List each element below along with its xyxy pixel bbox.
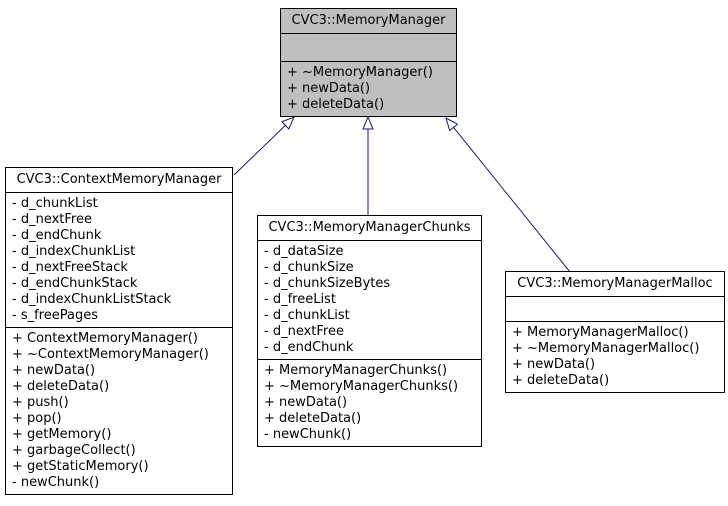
uml-class-box-memory-manager-malloc[interactable]: CVC3::MemoryManagerMalloc + MemoryManage…: [505, 271, 725, 393]
method-line: + ~MemoryManager(): [287, 65, 433, 80]
method-line: + newData(): [12, 363, 96, 378]
attributes-compartment-empty: [281, 34, 456, 61]
method-line: - newChunk(): [264, 427, 352, 442]
method-line: + push(): [12, 395, 69, 410]
attribute-line: - d_endChunk: [12, 228, 102, 243]
methods-compartment: + MemoryManagerMalloc() + ~MemoryManager…: [506, 321, 724, 392]
method-line: + getStaticMemory(): [12, 459, 149, 474]
method-line: + garbageCollect(): [12, 443, 136, 458]
attribute-line: - d_chunkList: [264, 308, 350, 323]
attribute-line: - d_chunkSizeBytes: [264, 276, 391, 291]
method-line: + newData(): [512, 357, 596, 372]
method-line: + deleteData(): [512, 373, 610, 388]
method-line: + newData(): [287, 81, 371, 96]
attribute-line: - d_nextFree: [264, 324, 344, 339]
class-title: CVC3::ContextMemoryManager: [6, 168, 232, 193]
attribute-line: - d_indexChunkListStack: [12, 292, 172, 307]
method-line: + getMemory(): [12, 427, 112, 442]
method-line: + deleteData(): [264, 411, 362, 426]
uml-class-box-context-memory-manager[interactable]: CVC3::ContextMemoryManager - d_chunkList…: [5, 167, 233, 495]
attribute-line: - s_freePages: [12, 308, 98, 323]
class-title: CVC3::MemoryManagerChunks: [258, 216, 481, 241]
uml-class-box-memory-manager-chunks[interactable]: CVC3::MemoryManagerChunks - d_dataSize -…: [257, 215, 482, 447]
attribute-line: - d_nextFreeStack: [12, 260, 128, 275]
methods-compartment: + ~MemoryManager() + newData() + deleteD…: [281, 61, 456, 116]
class-title: CVC3::MemoryManager: [281, 9, 456, 34]
uml-class-box-memory-manager[interactable]: CVC3::MemoryManager + ~MemoryManager() +…: [280, 8, 457, 117]
method-line: + deleteData(): [12, 379, 110, 394]
method-line: + ContextMemoryManager(): [12, 331, 198, 346]
method-line: + MemoryManagerChunks(): [264, 363, 448, 378]
generalization-arrow-context-memory-manager: [233, 117, 294, 176]
methods-compartment: + ContextMemoryManager() + ~ContextMemor…: [6, 327, 232, 494]
attributes-compartment: - d_chunkList - d_nextFree - d_endChunk …: [6, 193, 232, 327]
methods-compartment: + MemoryManagerChunks() + ~MemoryManager…: [258, 359, 481, 446]
method-line: + MemoryManagerMalloc(): [512, 325, 689, 340]
attribute-line: - d_dataSize: [264, 244, 344, 259]
attribute-line: - d_endChunkStack: [12, 276, 138, 291]
method-line: + ~ContextMemoryManager(): [12, 347, 209, 362]
attribute-line: - d_chunkSize: [264, 260, 354, 275]
attribute-line: - d_nextFree: [12, 212, 92, 227]
method-line: - newChunk(): [12, 475, 100, 490]
attribute-line: - d_endChunk: [264, 340, 354, 355]
attribute-line: - d_freeList: [264, 292, 336, 307]
method-line: + ~MemoryManagerMalloc(): [512, 341, 700, 356]
method-line: + pop(): [12, 411, 62, 426]
attributes-compartment-empty: [506, 297, 724, 321]
method-line: + deleteData(): [287, 97, 385, 112]
attribute-line: - d_chunkList: [12, 196, 98, 211]
method-line: + newData(): [264, 395, 348, 410]
attribute-line: - d_indexChunkList: [12, 244, 136, 259]
class-title: CVC3::MemoryManagerMalloc: [506, 272, 724, 297]
method-line: + ~MemoryManagerChunks(): [264, 379, 459, 394]
generalization-arrow-memory-manager-malloc: [446, 118, 571, 273]
attributes-compartment: - d_dataSize - d_chunkSize - d_chunkSize…: [258, 241, 481, 359]
